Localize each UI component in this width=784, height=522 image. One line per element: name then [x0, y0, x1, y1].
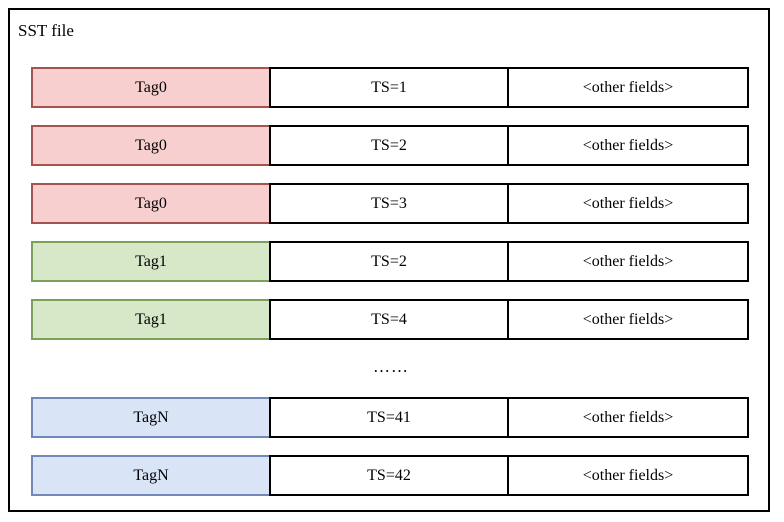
entry-timestamp-cell: TS=4 [269, 299, 509, 340]
entry-timestamp-cell: TS=1 [269, 67, 509, 108]
entry-other-fields-cell: <other fields> [507, 125, 749, 166]
entry-other-fields-cell: <other fields> [507, 241, 749, 282]
entry-other-fields-cell: <other fields> [507, 299, 749, 340]
entry-tag-cell: Tag1 [31, 241, 271, 282]
entry-timestamp-cell: TS=3 [269, 183, 509, 224]
entries-ellipsis: …… [373, 357, 409, 376]
entry-tag-cell: Tag0 [31, 67, 271, 108]
entry-tag-cell: TagN [31, 455, 271, 496]
sst-file-label: SST file [18, 21, 74, 40]
entry-timestamp-cell: TS=2 [269, 241, 509, 282]
entry-timestamp-cell: TS=42 [269, 455, 509, 496]
entries-ellipsis-row: …… [31, 357, 751, 382]
entry-other-fields-cell: <other fields> [507, 67, 749, 108]
entry-tag-cell: TagN [31, 397, 271, 438]
entry-tag-cell: Tag0 [31, 125, 271, 166]
entry-tag-cell: Tag0 [31, 183, 271, 224]
entry-tag-cell: Tag1 [31, 299, 271, 340]
entry-other-fields-cell: <other fields> [507, 455, 749, 496]
entry-other-fields-cell: <other fields> [507, 183, 749, 224]
entry-timestamp-cell: TS=2 [269, 125, 509, 166]
entry-timestamp-cell: TS=41 [269, 397, 509, 438]
entry-other-fields-cell: <other fields> [507, 397, 749, 438]
